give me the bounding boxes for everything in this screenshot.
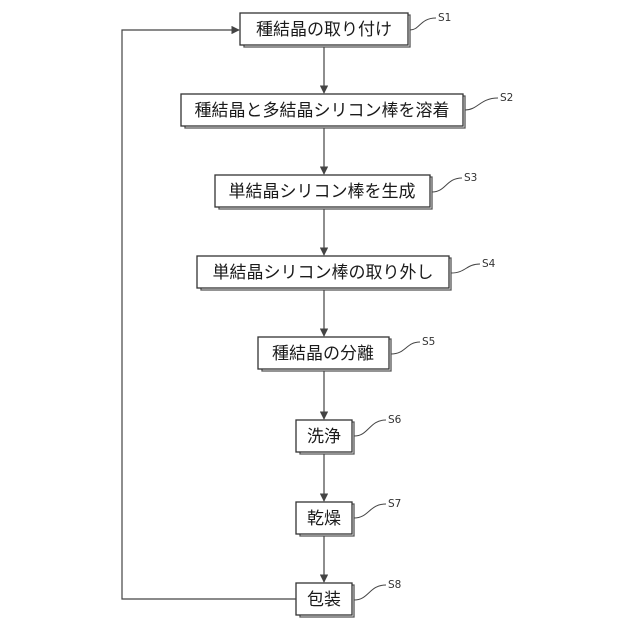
step-label-s4: S4 (482, 258, 496, 270)
label-leader-s3 (432, 178, 462, 192)
step-box-s6: 洗浄 (296, 420, 354, 454)
step-text-s2: 種結晶と多結晶シリコン棒を溶着 (195, 101, 450, 121)
step-label-s6: S6 (388, 414, 402, 426)
step-text-s5: 種結晶の分離 (272, 344, 374, 364)
label-leader-s8 (354, 585, 386, 600)
step-box-s2: 種結晶と多結晶シリコン棒を溶着 (181, 94, 465, 128)
label-leader-s7 (354, 504, 386, 518)
step-text-s6: 洗浄 (307, 427, 341, 447)
label-leader-s4 (451, 264, 480, 273)
label-leader-s1 (410, 18, 436, 30)
step-label-s8: S8 (388, 579, 401, 591)
step-box-s8: 包装 (296, 583, 354, 617)
step-box-s1: 種結晶の取り付け (240, 13, 410, 47)
step-box-s3: 単結晶シリコン棒を生成 (215, 175, 432, 209)
step-box-s5: 種結晶の分離 (258, 337, 391, 371)
step-text-s8: 包装 (307, 590, 341, 610)
label-leader-s5 (391, 342, 420, 354)
step-label-s1: S1 (438, 12, 451, 24)
step-label-s2: S2 (500, 92, 513, 104)
step-label-s7: S7 (388, 498, 401, 510)
step-text-s7: 乾燥 (307, 509, 341, 529)
step-text-s3: 単結晶シリコン棒を生成 (229, 182, 416, 202)
step-label-s3: S3 (464, 172, 477, 184)
step-box-s4: 単結晶シリコン棒の取り外し (197, 256, 451, 290)
step-label-s5: S5 (422, 336, 435, 348)
label-leader-s6 (354, 420, 386, 436)
label-leader-s2 (465, 98, 498, 110)
step-box-s7: 乾燥 (296, 502, 354, 536)
step-text-s1: 種結晶の取り付け (256, 20, 392, 40)
step-text-s4: 単結晶シリコン棒の取り外し (213, 263, 434, 283)
